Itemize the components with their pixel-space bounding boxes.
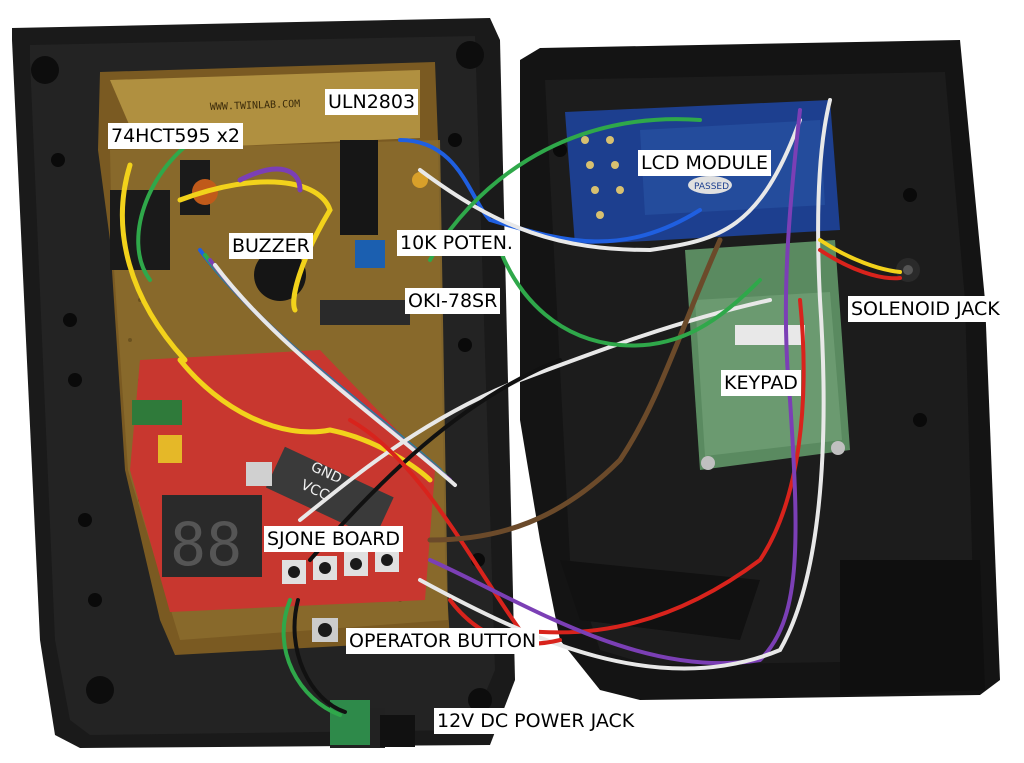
label-buzzer: BUZZER	[229, 233, 313, 259]
label-uln2803: ULN2803	[325, 89, 419, 115]
label-lcd-module: LCD MODULE	[638, 150, 771, 176]
label-oki-78sr: OKI-78SR	[405, 288, 501, 314]
label-operator-button: OPERATOR BUTTON	[346, 628, 540, 654]
passed-sticker: PASSED	[694, 182, 729, 192]
label-sjone-board: SJONE BOARD	[264, 526, 404, 552]
label-74hct595: 74HCT595 x2	[108, 123, 243, 149]
label-10k-poten: 10K POTEN.	[397, 230, 516, 256]
label-solenoid-jack: SOLENOID JACK	[848, 296, 1003, 322]
seven-segment-display: 88	[170, 510, 242, 580]
keypad-pcb	[685, 240, 850, 470]
solenoid-jack-part	[896, 258, 920, 282]
wiring	[119, 98, 902, 717]
url-silkscreen: WWW.TWINLAB.COM	[210, 99, 301, 113]
operator-button-part	[312, 618, 338, 642]
ic-chips	[110, 140, 428, 325]
label-keypad: KEYPAD	[721, 370, 801, 396]
label-12v-dc-power-jack: 12V DC POWER JACK	[434, 708, 638, 734]
